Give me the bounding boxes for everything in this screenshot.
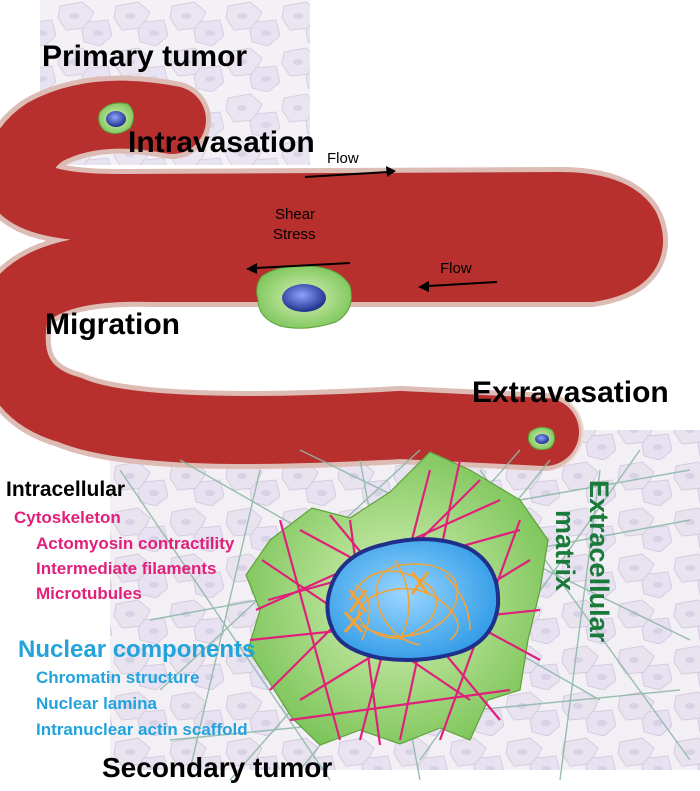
- primary-tumor-label: Primary tumor: [42, 40, 248, 73]
- nuclear-heading: Nuclear components: [18, 636, 256, 663]
- circulating-cell: [256, 265, 352, 329]
- shear-arrow: [246, 262, 351, 274]
- chromatin-strands: [343, 559, 471, 646]
- intravasating-cell: [98, 102, 134, 134]
- flow-label-middle: Flow: [440, 260, 472, 277]
- extracellular-label-line2: matrix: [550, 510, 580, 592]
- nuclear-item: Intranuclear actin scaffold: [36, 720, 248, 739]
- nuclear-item: Nuclear lamina: [36, 694, 157, 713]
- extravasating-cell: [527, 426, 556, 451]
- shear-label-line2: Stress: [273, 226, 316, 243]
- intracellular-item: Intermediate filaments: [36, 559, 217, 578]
- extravasation-label: Extravasation: [472, 376, 669, 409]
- cell-nucleus: [325, 537, 501, 662]
- extracellular-label-line1: Extracellular: [584, 480, 614, 643]
- flow-label-top: Flow: [327, 150, 359, 167]
- migration-label: Migration: [45, 308, 180, 341]
- cytoskeleton-label: Cytoskeleton: [14, 508, 121, 527]
- intracellular-item: Microtubules: [36, 584, 142, 603]
- nuclear-item: Chromatin structure: [36, 668, 200, 687]
- secondary-tumor-label: Secondary tumor: [102, 752, 333, 783]
- intracellular-item: Actomyosin contractility: [36, 534, 235, 553]
- intravasation-label: Intravasation: [128, 126, 315, 159]
- flow-arrow-top: [304, 166, 396, 178]
- blood-vessel: [0, 75, 668, 471]
- shear-label-line1: Shear: [275, 206, 316, 223]
- intracellular-heading: Intracellular: [6, 478, 126, 501]
- flow-arrow-middle: [418, 281, 498, 292]
